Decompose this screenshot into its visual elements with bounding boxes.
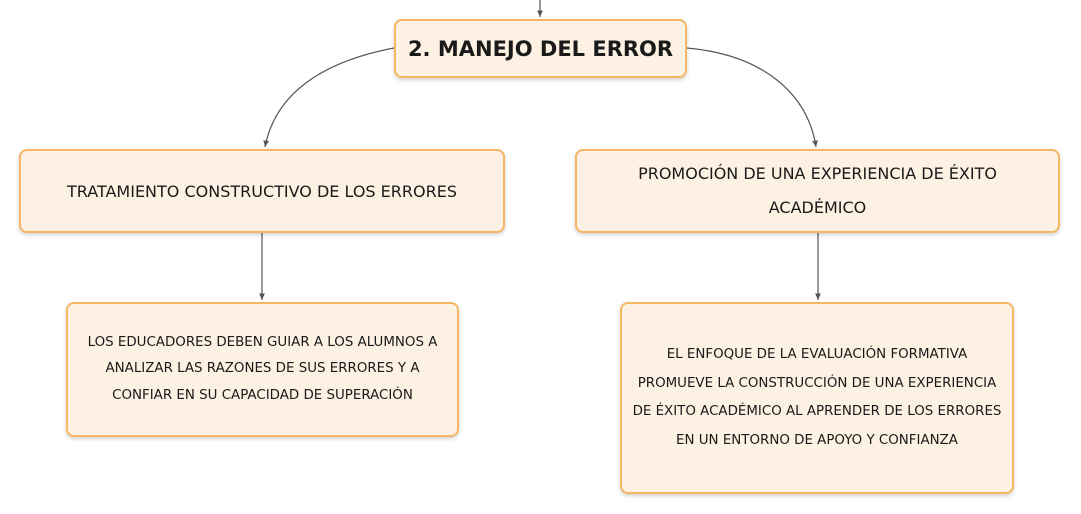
root-node-label: 2. MANEJO DEL ERROR bbox=[407, 36, 674, 61]
leaf-node-evaluacion-formativa[interactable]: EL ENFOQUE DE LA EVALUACIÓN FORMATIVA PR… bbox=[620, 302, 1014, 494]
leaf-node-educadores[interactable]: LOS EDUCADORES DEBEN GUIAR A LOS ALUMNOS… bbox=[66, 302, 459, 437]
leaf-node-label: EL ENFOQUE DE LA EVALUACIÓN FORMATIVA PR… bbox=[632, 347, 1002, 448]
leaf-node-label: LOS EDUCADORES DEBEN GUIAR A LOS ALUMNOS… bbox=[87, 334, 438, 403]
connector-root-to-branch-right bbox=[686, 47, 818, 148]
branch-node-label: TRATAMIENTO CONSTRUCTIVO DE LOS ERRORES bbox=[67, 181, 457, 201]
connector-root-to-branch-left bbox=[263, 47, 395, 148]
branch-node-label: PROMOCIÓN DE UNA EXPERIENCIA DE ÉXITO AC… bbox=[638, 164, 997, 217]
branch-node-tratamiento-constructivo[interactable]: TRATAMIENTO CONSTRUCTIVO DE LOS ERRORES bbox=[19, 149, 505, 233]
branch-node-promocion-exito[interactable]: PROMOCIÓN DE UNA EXPERIENCIA DE ÉXITO AC… bbox=[575, 149, 1060, 233]
root-node[interactable]: 2. MANEJO DEL ERROR bbox=[394, 19, 687, 78]
